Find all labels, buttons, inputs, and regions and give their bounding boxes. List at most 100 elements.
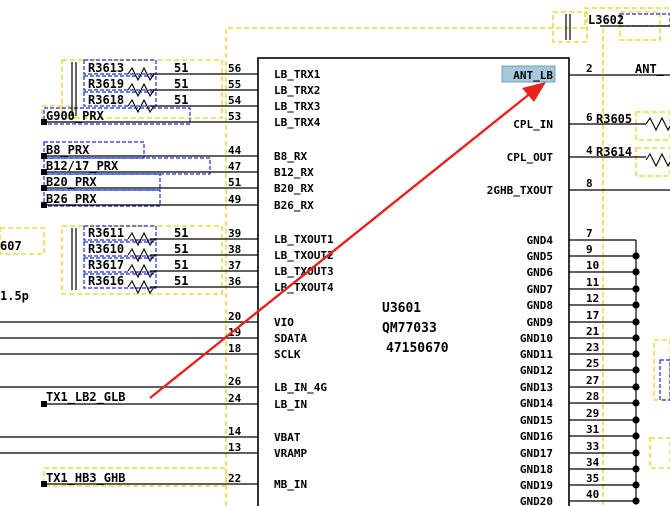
pin-name: SCLK	[274, 348, 301, 361]
pin-name: LB_TXOUT4	[274, 281, 334, 294]
resistor-value: 51	[174, 258, 188, 272]
left-wires	[0, 73, 258, 485]
pin-name: GND11	[520, 348, 553, 361]
net-label: 607	[0, 239, 22, 253]
resistor-value: 51	[174, 77, 188, 91]
pin-number: 9	[586, 243, 593, 256]
pin-name: GND19	[520, 479, 553, 492]
inductor-ref: L3602	[588, 13, 624, 27]
net-boxes	[43, 13, 670, 401]
net-label: B8_PRX	[46, 143, 90, 158]
net-label: B20_PRX	[46, 175, 97, 190]
junction-dot	[632, 318, 640, 326]
pin-name: B12_RX	[274, 166, 314, 179]
pin-number: 33	[586, 440, 599, 453]
pin-name: VIO	[274, 316, 294, 329]
pin-name: GND17	[520, 447, 553, 460]
resistor-value: 51	[174, 93, 188, 107]
capacitor-symbols	[71, 14, 571, 290]
pin-name: LB_TXOUT3	[274, 265, 334, 278]
pin-name: GND5	[527, 250, 554, 263]
pin-name: MB_IN	[274, 478, 307, 491]
pin-name: LB_IN	[274, 398, 307, 411]
pin-number: 4	[586, 144, 593, 157]
net-label: G900_PRX	[46, 109, 105, 124]
net-terminals	[41, 119, 47, 487]
junction-dot	[632, 285, 640, 293]
pin-number: 13	[228, 441, 241, 454]
net-label: TX1_HB3_GHB	[46, 471, 125, 486]
highlight-box	[501, 65, 556, 83]
pin-number: 53	[228, 110, 241, 123]
pin-name: SDATA	[274, 332, 307, 345]
annotation-arrow	[149, 82, 546, 399]
pin-name: CPL_IN	[513, 118, 553, 131]
resistor-symbols	[127, 66, 670, 295]
junction-dot	[632, 432, 640, 440]
pin-number: 31	[586, 423, 600, 436]
resistor-ref: R3610	[88, 242, 124, 256]
pin-name: VRAMP	[274, 447, 307, 460]
pin-name: B26_RX	[274, 199, 314, 212]
junction-dot	[632, 449, 640, 457]
junction-dot	[632, 301, 640, 309]
pin-name: LB_TRX4	[274, 116, 321, 129]
right-pin-group: 2ANT_LB6CPL_IN4CPL_OUT82GHB_TXOUT7GND49G…	[487, 62, 600, 506]
pin-name: GND7	[527, 283, 554, 296]
junction-dot	[632, 465, 640, 473]
resistor-ref: R3616	[88, 274, 124, 288]
pin-name: GND10	[520, 332, 553, 345]
pin-number: 29	[586, 407, 599, 420]
chip-part-number: QM77033	[382, 321, 437, 336]
pin-number: 12	[586, 292, 599, 305]
pin-name: GND13	[520, 381, 553, 394]
pin-name: GND4	[527, 234, 554, 247]
junction-dot	[632, 481, 640, 489]
pin-number: 17	[586, 309, 599, 322]
pin-name: LB_TRX2	[274, 84, 320, 97]
pin-number: 10	[586, 259, 599, 272]
pin-name: GND20	[520, 495, 553, 506]
pin-name: GND18	[520, 463, 553, 476]
resistor-ref: R3618	[88, 93, 124, 107]
net-label: B26_PRX	[46, 192, 97, 207]
chip-code: 47150670	[386, 341, 449, 356]
pin-number: 25	[586, 357, 599, 370]
junction-dot	[632, 268, 640, 276]
right-wires	[569, 25, 670, 500]
pin-name: GND6	[527, 266, 554, 279]
pin-name: GND8	[527, 299, 554, 312]
pin-name: B8_RX	[274, 150, 307, 163]
junction-dot	[632, 383, 640, 391]
pin-number: 8	[586, 177, 593, 190]
pin-number: 47	[228, 160, 241, 173]
pin-name: LB_TRX1	[274, 68, 321, 81]
resistor-ref: R3611	[88, 226, 124, 240]
pin-number: 55	[228, 78, 241, 91]
pin-number: 54	[228, 94, 242, 107]
resistor-ref: R3614	[596, 145, 632, 159]
resistor-ref: R3617	[88, 258, 124, 272]
pin-number: 14	[228, 425, 242, 438]
cap-value: 1.5p	[0, 289, 29, 303]
pin-number: 40	[586, 488, 599, 501]
junction-dot	[632, 350, 640, 358]
pin-name: LB_TXOUT1	[274, 233, 334, 246]
pin-number: 51	[228, 176, 242, 189]
net-label: ANT_	[635, 62, 665, 77]
pin-name: GND9	[527, 316, 554, 329]
net-labels: G900_PRX B8_PRX B12/17_PRX B20_PRX B26_P…	[0, 62, 665, 486]
pin-name: ANT_LB	[513, 69, 553, 82]
junction-dot	[632, 252, 640, 260]
resistor-ref: R3619	[88, 77, 124, 91]
pin-number: 6	[586, 111, 593, 124]
pin-number: 7	[586, 227, 593, 240]
pin-number: 34	[586, 456, 600, 469]
pin-number: 22	[228, 472, 241, 485]
pin-number: 49	[228, 193, 241, 206]
pin-number: 36	[228, 275, 242, 288]
chip-refdes: U3601	[382, 301, 421, 316]
